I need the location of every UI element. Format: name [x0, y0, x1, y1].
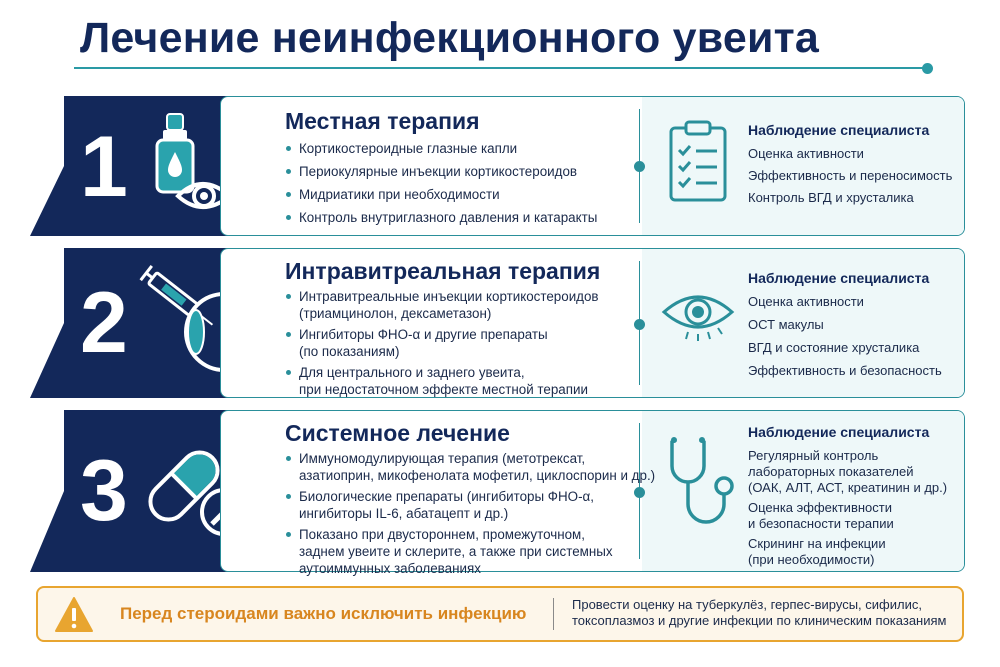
section-title: Местная терапия — [285, 108, 480, 134]
list-item: ВГД и состояние хрусталика — [748, 340, 920, 355]
monitoring-list: Регулярный контроль лабораторных показат… — [748, 448, 947, 568]
section-number: 2 — [80, 275, 128, 371]
treatment-list: Иммуномодулирующая терапия (метотрексат,… — [285, 450, 655, 577]
list-item: Показано при двустороннем, промежуточном… — [285, 526, 655, 577]
treatment-list: Кортикостероидные глазные капли Периокул… — [285, 140, 597, 226]
treatment-list: Интравитреальные инъекции кортикостероид… — [285, 288, 599, 398]
eye-drops-icon — [155, 113, 234, 209]
list-item: Оценка активности — [748, 146, 864, 161]
list-item: ОСТ макулы — [748, 317, 824, 332]
monitoring-title: Наблюдение специалиста — [748, 122, 930, 138]
section-systemic-treatment: 3 Системное лечение Иммуномодулирующая т… — [30, 410, 965, 576]
list-item: Контроль внутриглазного давления и катар… — [285, 209, 597, 226]
list-item: Оценка активности — [748, 294, 864, 309]
section-number-chevron — [30, 248, 280, 398]
clipboard-checklist-icon — [669, 120, 727, 202]
list-item: Эффективность и безопасность — [748, 363, 942, 378]
warning-text: Перед стероидами важно исключить инфекци… — [120, 604, 527, 623]
list-item: Регулярный контроль лабораторных показат… — [748, 448, 948, 495]
list-item: Биологические препараты (ингибиторы ФНО-… — [285, 488, 655, 522]
section-intravitreal-therapy: 2 Интравитреальная терапия Интравитреаль… — [30, 248, 965, 398]
section-topical-therapy: 1 Местная терапия Кортикостероидные глаз… — [30, 96, 965, 236]
list-item: Ингибиторы ФНО-α и другие препараты (по … — [285, 326, 599, 360]
section-number: 1 — [80, 119, 128, 215]
section-number: 3 — [80, 443, 128, 539]
eye-icon — [661, 295, 735, 341]
section-number-chevron — [30, 96, 280, 236]
warning-divider — [553, 598, 554, 630]
list-item: Интравитреальные инъекции кортикостероид… — [285, 288, 599, 322]
section-card — [220, 410, 965, 572]
list-item: Контроль ВГД и хрусталика — [748, 190, 914, 205]
warning-triangle-icon — [55, 597, 93, 632]
section-title: Системное лечение — [285, 420, 510, 446]
warning-note: Провести оценку на туберкулёз, герпес-ви… — [572, 597, 947, 628]
stethoscope-icon — [670, 437, 734, 524]
monitoring-list: Оценка активности Эффективность и перено… — [748, 146, 952, 206]
list-item: Скрининг на инфекции (при необходимости) — [748, 536, 886, 567]
list-item: Оценка эффективности и безопасности тера… — [748, 500, 894, 531]
section-card — [220, 96, 965, 236]
section-card — [220, 248, 965, 398]
list-item: Для центрального и заднего увеита, при н… — [285, 364, 599, 398]
monitoring-title: Наблюдение специалиста — [748, 270, 930, 286]
monitoring-title: Наблюдение специалиста — [748, 424, 930, 440]
title-underline-dot — [922, 63, 933, 74]
title-underline — [74, 67, 930, 69]
list-item: Мидриатики при необходимости — [285, 186, 597, 203]
list-item: Периокулярные инъекции кортикостероидов — [285, 163, 597, 180]
section-title: Интравитреальная терапия — [285, 258, 601, 284]
list-item: Эффективность и переносимость — [748, 168, 953, 183]
monitoring-list: Оценка активности ОСТ макулы ВГД и состо… — [748, 294, 942, 379]
list-item: Иммуномодулирующая терапия (метотрексат,… — [285, 450, 655, 484]
page-title: Лечение неинфекционного увеита — [80, 14, 819, 62]
infection-warning-banner: Перед стероидами важно исключить инфекци… — [36, 586, 964, 642]
list-item: Кортикостероидные глазные капли — [285, 140, 597, 157]
